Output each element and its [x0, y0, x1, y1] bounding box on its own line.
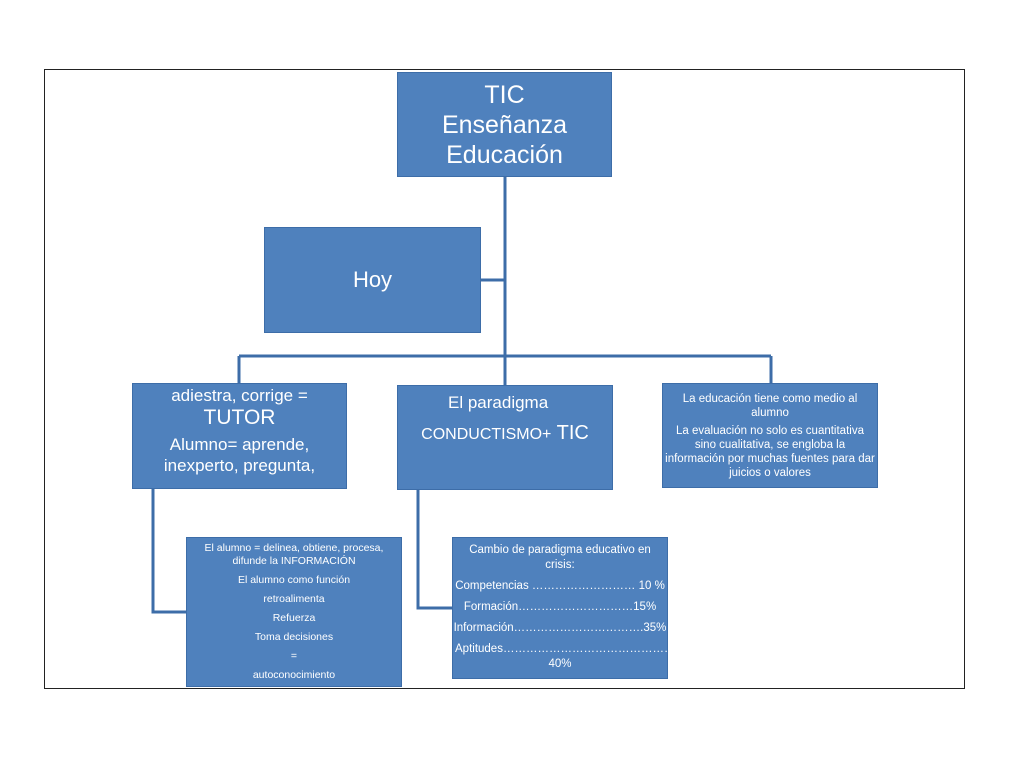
paradigma-node: El paradigma CONDUCTISMO+ TIC — [397, 385, 613, 490]
paradigma-line2: CONDUCTISMO+ TIC — [421, 420, 589, 448]
tutor-line1: adiestra, corrige = — [171, 386, 308, 405]
alumno-line6: = — [290, 650, 298, 662]
evaluacion-line1: La educación tiene como medio al alumno — [682, 392, 858, 419]
cambio-row-informacion: Información…………………………….35% — [453, 622, 667, 634]
tic-root-line3: Educación — [446, 140, 563, 169]
alumno-line2: El alumno como función — [237, 574, 351, 586]
alumno-node: El alumno = delinea, obtiene, procesa, d… — [186, 537, 402, 687]
slide-frame — [44, 69, 965, 689]
paradigma-suffix: TIC — [551, 422, 589, 444]
cambio-row-aptitudes-value: 40% — [548, 658, 572, 670]
tutor-line3: Alumno= aprende, — [169, 435, 310, 454]
cambio-connector — [416, 490, 452, 610]
paradigma-prefix: CONDUCTISMO+ — [421, 426, 552, 443]
alumno-line5: Toma decisiones — [254, 631, 334, 643]
tutor-line2: TUTOR — [203, 406, 276, 429]
tutor-node: adiestra, corrige = TUTOR Alumno= aprend… — [132, 383, 347, 489]
hoy-label: Hoy — [352, 267, 393, 292]
evaluacion-line2: La evaluación no solo es cuantitativa si… — [665, 424, 875, 479]
paradigma-line1: El paradigma — [448, 393, 549, 412]
alumno-line4: Refuerza — [272, 612, 316, 624]
cambio-title: Cambio de paradigma educativo en crisis: — [469, 544, 651, 571]
tic-root-node: TIC Enseñanza Educación — [397, 72, 612, 177]
alumno-connector — [151, 489, 186, 614]
alumno-line3: retroalimenta — [263, 593, 325, 605]
evaluacion-node: La educación tiene como medio al alumno … — [662, 383, 878, 488]
alumno-line7: autoconocimiento — [252, 669, 336, 681]
hoy-node: Hoy — [264, 227, 481, 333]
alumno-line1: El alumno = delinea, obtiene, procesa, d… — [204, 542, 384, 567]
tic-root-line2: Enseñanza — [441, 110, 568, 139]
cambio-paradigma-node: Cambio de paradigma educativo en crisis:… — [452, 537, 668, 679]
cambio-row-aptitudes: Aptitudes……………………………………… — [455, 643, 668, 655]
cambio-row-competencias: Competencias ……………………… 10 % — [455, 580, 665, 592]
tic-root-line1: TIC — [484, 80, 525, 109]
tutor-line4: inexperto, pregunta, — [163, 456, 316, 475]
cambio-row-formacion: Formación…………………………15% — [463, 601, 657, 613]
